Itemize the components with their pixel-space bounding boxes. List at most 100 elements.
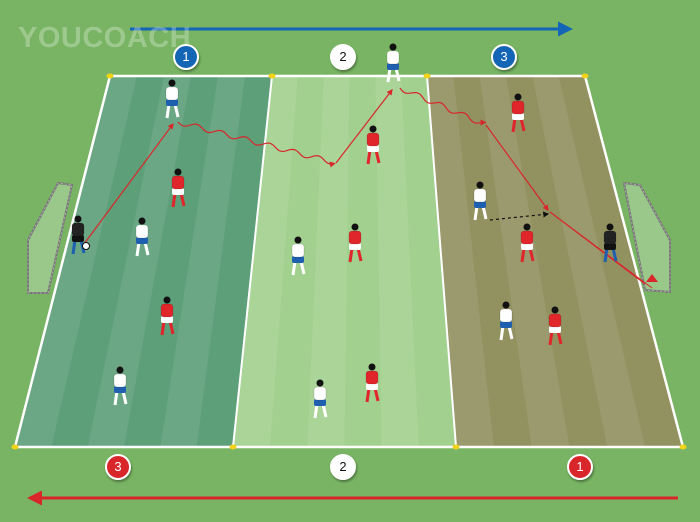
player-shirt [603, 230, 617, 245]
white-team-player [313, 379, 328, 419]
player-shirt [113, 373, 127, 388]
cone-marker [11, 444, 19, 450]
pitch-stripe [307, 76, 350, 447]
cone-stack [646, 274, 658, 282]
cone-marker [452, 444, 460, 450]
pitch-stripe [375, 76, 419, 447]
player-shirt [71, 222, 85, 237]
player-leg [511, 117, 517, 133]
pitch-stripe [479, 76, 570, 447]
pitch-stripe [160, 76, 245, 447]
player-shirt [313, 386, 327, 401]
player-leg [374, 149, 381, 164]
white-team-player [386, 43, 401, 83]
player-shorts [387, 63, 399, 70]
player-shorts [161, 316, 173, 323]
red-team-player [366, 125, 381, 165]
goalkeeper-right [603, 223, 618, 263]
player-leg [386, 67, 392, 83]
pitch-stripe [532, 76, 646, 447]
player-head [502, 301, 510, 309]
cone-marker [106, 73, 114, 79]
player-head [116, 366, 124, 374]
player-shorts [549, 326, 561, 333]
player-shorts [367, 145, 379, 152]
player-leg [291, 260, 297, 276]
player-shorts [292, 256, 304, 263]
zone-divider-line [426, 75, 457, 448]
top-zone-badge-2: 2 [330, 44, 356, 70]
cone-marker [268, 73, 276, 79]
cone-marker [679, 444, 687, 450]
player-head [606, 223, 614, 231]
pass-arrow [83, 123, 174, 245]
youcoach-logo: YOUCOACH [18, 22, 192, 54]
pitch-stripe [233, 76, 298, 447]
player-head [369, 125, 377, 133]
player-shirt [165, 86, 179, 101]
player-shorts [72, 235, 84, 242]
player-shirt [499, 308, 513, 323]
player-leg [507, 325, 514, 340]
player-shorts [172, 188, 184, 195]
player-leg [373, 387, 380, 402]
white-team-player [165, 79, 180, 119]
player-leg [313, 403, 319, 419]
player-head [476, 181, 484, 189]
left-goal-net [27, 182, 73, 294]
player-shirt [135, 224, 149, 239]
player-shirt [386, 50, 400, 65]
red-team-player [548, 306, 563, 346]
red-team-player [171, 168, 186, 208]
player-shirt [291, 243, 305, 258]
player-leg [299, 260, 306, 275]
player-shirt [348, 230, 362, 245]
player-leg [603, 247, 609, 263]
zone-1-area [15, 76, 272, 447]
bottom-zone-badge-2: 2 [330, 454, 356, 480]
player-shirt [160, 303, 174, 318]
player-head [316, 379, 324, 387]
white-team-player [135, 217, 150, 257]
red-team-player [160, 296, 175, 336]
pitch-stripe [15, 76, 137, 447]
zone-3-area [427, 76, 683, 447]
player-shorts [349, 243, 361, 250]
player-shorts [500, 321, 512, 328]
dribble-arrow [399, 87, 487, 126]
player-leg [499, 325, 505, 341]
player-head [523, 223, 531, 231]
player-leg [366, 149, 372, 165]
white-team-player [113, 366, 128, 406]
player-shirt [548, 313, 562, 328]
player-shirt [511, 100, 525, 115]
player-leg [519, 117, 526, 132]
player-leg [135, 241, 141, 257]
bottom-zone-badge-3: 3 [105, 454, 131, 480]
white-team-player [473, 181, 488, 221]
player-shirt [365, 370, 379, 385]
player-head [138, 217, 146, 225]
player-leg [394, 67, 401, 82]
player-shorts [512, 113, 524, 120]
player-head [163, 296, 171, 304]
top-zone-badge-3: 3 [491, 44, 517, 70]
pitch-stripe [427, 76, 494, 447]
player-shorts [521, 243, 533, 250]
player-leg [143, 241, 150, 256]
player-shirt [520, 230, 534, 245]
left-goal [27, 181, 74, 294]
ball [82, 242, 90, 250]
player-leg [473, 205, 479, 221]
player-leg [481, 205, 488, 220]
player-shirt [366, 132, 380, 147]
player-leg [71, 239, 77, 255]
player-leg [160, 320, 166, 336]
movement-arrow [489, 211, 550, 221]
zone-divider-line [232, 75, 273, 448]
player-leg [520, 247, 526, 263]
player-leg [171, 192, 177, 208]
player-shorts [474, 201, 486, 208]
player-shirt [171, 175, 185, 190]
